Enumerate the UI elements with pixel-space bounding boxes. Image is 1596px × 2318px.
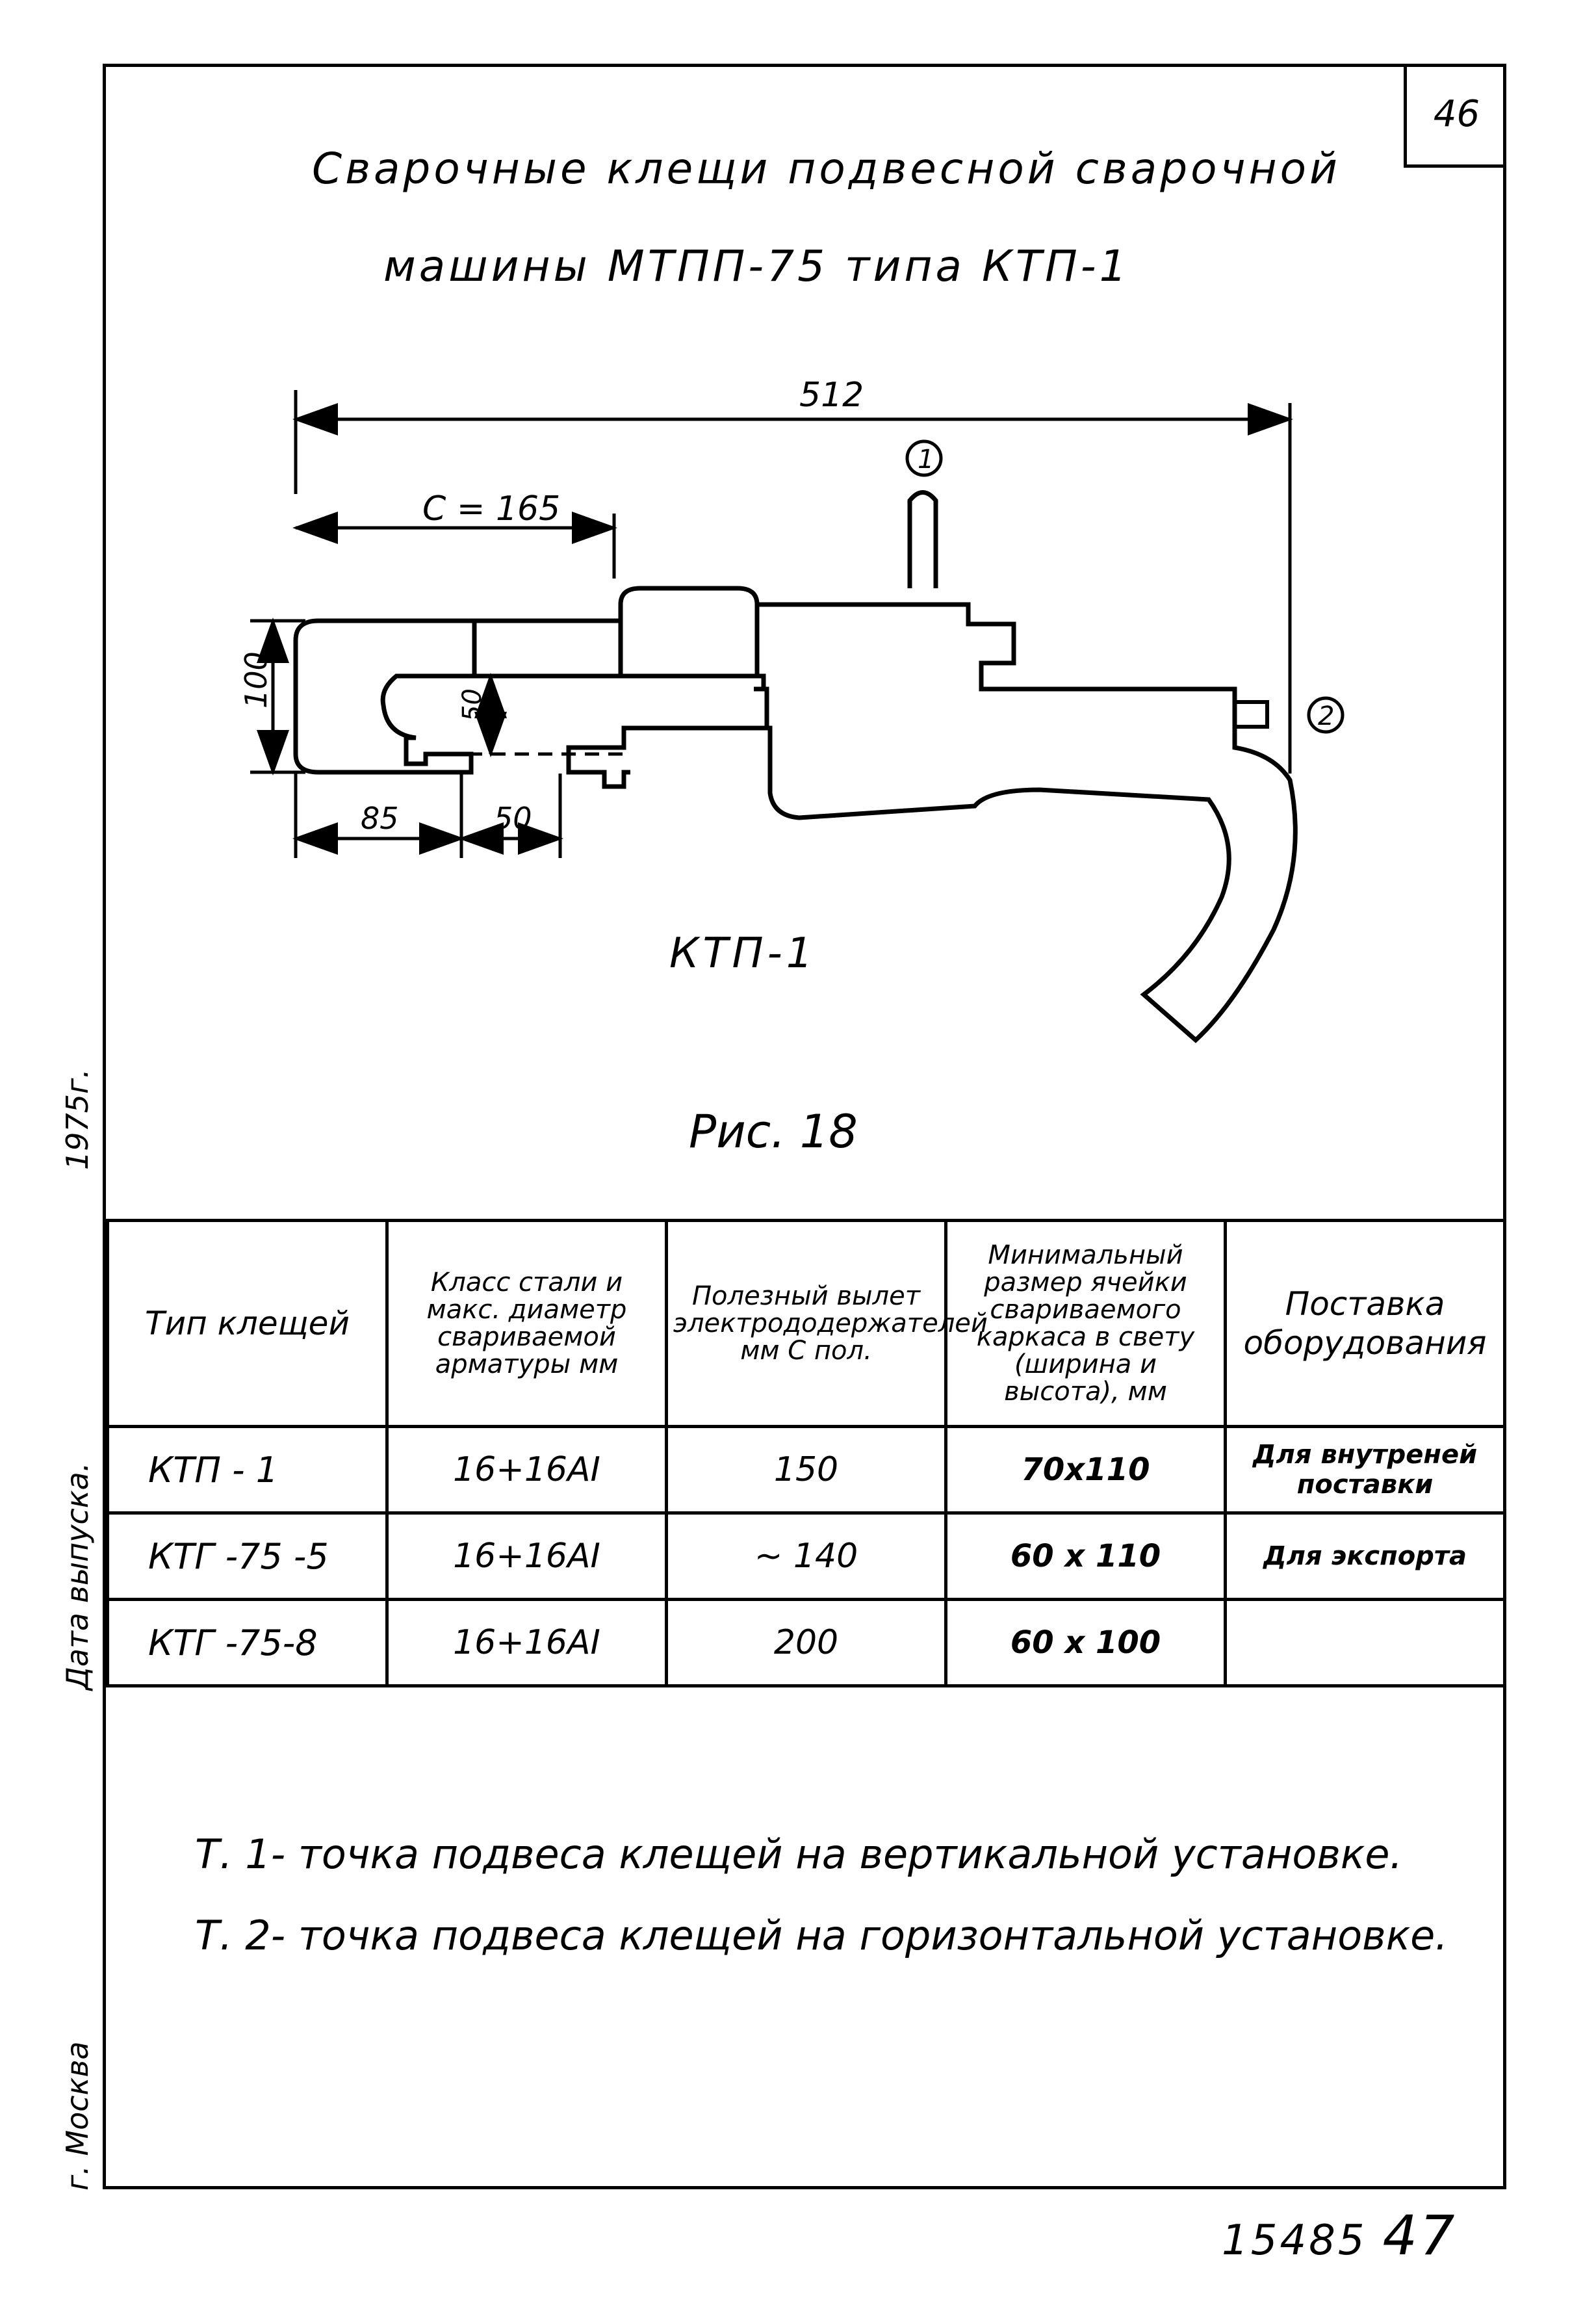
cell-type: КТГ -75-8 (106, 1598, 389, 1687)
figure-caption: Рис. 18 (689, 1105, 858, 1158)
cell-reach: ~ 140 (665, 1511, 947, 1601)
callout-2: 2 (1318, 701, 1334, 731)
header-delivery: Поставка оборудования (1224, 1219, 1506, 1428)
cell-size: 70х110 (944, 1425, 1227, 1515)
dim-inner: 50 (457, 688, 487, 722)
margin-city: г. Москва (60, 2041, 95, 2191)
title-line-1: Сварочные клещи подвесной сварочной (312, 144, 1341, 194)
header-reach: Полезный вылет электрододержателей мм С … (665, 1219, 988, 1428)
cell-delivery: Для внутреней поставки (1224, 1425, 1506, 1515)
notes: Т. 1- точка подвеса клещей на вертикальн… (195, 1814, 1462, 1976)
header-steel-class: Класс стали и макс. диаметр свариваемой … (385, 1219, 668, 1428)
note-line-1: Т. 1- точка подвеса клещей на вертикальн… (195, 1830, 1403, 1878)
cell-delivery (1224, 1598, 1506, 1687)
dim-overall: 512 (799, 376, 864, 415)
dim-c: С = 165 (422, 489, 560, 528)
cell-size: 60 х 110 (944, 1511, 1227, 1601)
note-line-2: Т. 2- точка подвеса клещей на горизонтал… (195, 1912, 1448, 1959)
callout-1: 1 (918, 445, 934, 475)
cell-type: КТГ -75 -5 (106, 1511, 389, 1601)
specification-table: Тип клещей Класс стали и макс. диаметр с… (106, 1219, 1506, 1687)
table-header-row: Тип клещей Класс стали и макс. диаметр с… (106, 1219, 1506, 1428)
table-row: КТГ -75-8 16+16АI 200 60 х 100 (106, 1598, 1506, 1687)
cell-steel: 16+16АI (385, 1598, 668, 1687)
sheet-frame (103, 64, 1506, 2189)
table-row: КТГ -75 -5 16+16АI ~ 140 60 х 110 Для эк… (106, 1511, 1506, 1601)
drawing-label: КТП-1 (669, 930, 817, 978)
welding-clamp-drawing: 512 С = 165 100 50 85 50 1 2 (238, 376, 1345, 1043)
cell-size: 60 х 100 (944, 1598, 1227, 1687)
cell-reach: 150 (665, 1425, 947, 1515)
cell-delivery: Для экспорта (1224, 1511, 1506, 1601)
document-title: Сварочные клещи подвесной сварочной маши… (312, 120, 1417, 315)
cell-steel: 16+16АI (385, 1511, 668, 1601)
header-type: Тип клещей (106, 1219, 389, 1428)
dim-gap: 50 (494, 801, 532, 836)
sheet-number: 47 (1382, 2204, 1458, 2267)
header-cell-size: Минимальный размер ячейки свариваемого к… (944, 1219, 1227, 1428)
document-number: 15485 47 (1222, 2204, 1457, 2267)
page-number: 46 (1404, 64, 1506, 168)
margin-release-date: Дата выпуска. (60, 1462, 95, 1690)
doc-number-value: 15485 (1222, 2217, 1367, 2265)
dim-height: 100 (238, 651, 274, 709)
dim-left-length: 85 (361, 801, 399, 836)
margin-year: 1975г. (60, 1069, 95, 1170)
title-line-2: машины МТПП-75 типа КТП-1 (383, 241, 1130, 291)
cell-reach: 200 (665, 1598, 947, 1687)
cell-type: КТП - 1 (106, 1425, 389, 1515)
table-row: КТП - 1 16+16АI 150 70х110 Для внутреней… (106, 1425, 1506, 1515)
cell-steel: 16+16АI (385, 1425, 668, 1515)
